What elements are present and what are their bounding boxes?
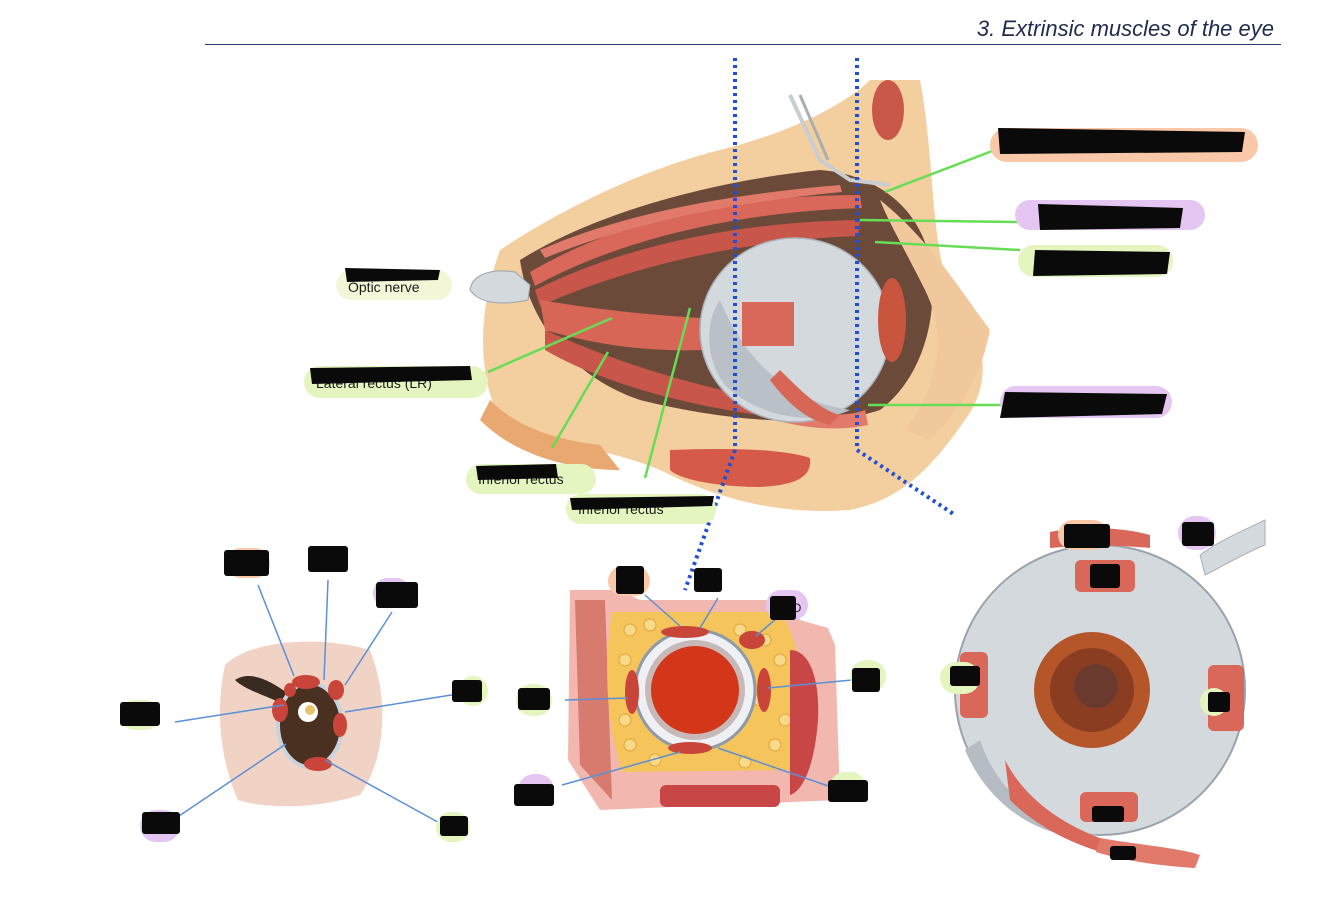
fl-1 [644, 594, 681, 627]
leader-superior-oblique [859, 218, 1021, 224]
fs-ir [668, 742, 712, 754]
redaction-superior-oblique [1038, 204, 1183, 230]
sr-origin [292, 675, 320, 689]
ir-origin [304, 757, 332, 771]
frontal-leader-lines [561, 594, 853, 791]
redaction-levator [998, 128, 1245, 154]
posterior-redactions [120, 546, 482, 836]
trochlea-tendon-2 [798, 94, 830, 161]
pr-2 [308, 546, 348, 572]
ar-6 [1092, 806, 1124, 822]
fr-3 [770, 596, 796, 620]
redaction-superior-rectus [1033, 250, 1170, 276]
ar-2 [1182, 522, 1214, 546]
lateral-rectus-insertion [742, 302, 794, 346]
ar-4 [950, 666, 980, 686]
redaction-inferior-rectus [476, 464, 558, 480]
globe-retina [651, 646, 739, 734]
redaction-inferior-oblique [1000, 392, 1167, 418]
mr-origin [333, 713, 347, 737]
pr-4 [452, 680, 482, 702]
frontal-section-illustration [568, 590, 840, 810]
so-origin [328, 680, 344, 700]
ar-1 [1064, 524, 1110, 548]
fr-7 [828, 780, 868, 802]
pr-1 [224, 550, 269, 576]
maxillary-floor [660, 785, 780, 807]
fr-5 [518, 688, 550, 710]
cornea-lateral [878, 278, 906, 362]
superior-oblique-muscle [540, 185, 842, 258]
lateral-leader-lines [487, 146, 1021, 479]
trochlea-tendon [788, 94, 891, 187]
optic-canal-core [305, 705, 315, 715]
anterior-redactions [950, 522, 1230, 860]
fs-sr [661, 626, 709, 638]
leader-superior-rectus [874, 240, 1021, 252]
so-tendon [1199, 519, 1266, 576]
fl-5 [564, 697, 629, 701]
eyeball-shading [709, 300, 850, 418]
frontal-sinus [872, 80, 904, 140]
title-underline [205, 44, 1281, 45]
redaction-lateral-rectus [310, 366, 472, 384]
ethmoid-cells [790, 650, 819, 795]
posterior-leader-lines [169, 579, 471, 827]
pl-4 [344, 691, 471, 713]
bone-texture [480, 400, 620, 470]
posterior-orbit-illustration [219, 641, 383, 807]
ar-7 [1110, 846, 1136, 860]
superior-orbital-fissure [235, 675, 290, 705]
maxillary-sinus [670, 448, 811, 487]
leader-inferior-rectus [550, 351, 610, 449]
optic-nerve-shape [469, 270, 531, 304]
redaction-lateral-rectus-2 [570, 496, 714, 510]
fl-2 [699, 597, 719, 629]
ar-5 [1208, 692, 1230, 712]
fr-1 [616, 566, 644, 594]
lateral-view-illustration [469, 80, 990, 511]
fr-6 [514, 784, 554, 806]
pr-6 [142, 812, 180, 834]
fs-mr [757, 668, 771, 712]
fr-2 [694, 568, 722, 592]
label-optic-nerve: Optic nerve [348, 279, 420, 295]
leader-lateral-rectus-2 [643, 307, 692, 479]
pr-5 [120, 702, 160, 726]
fr-4 [852, 668, 880, 692]
lateral-rectus-muscle [540, 300, 702, 351]
pr-7 [440, 816, 468, 836]
page-title: 3. Extrinsic muscles of the eye [976, 16, 1274, 41]
inferior-oblique-insertion [770, 370, 840, 425]
fl-7 [717, 747, 841, 791]
pl-1 [257, 584, 295, 677]
io-muscle-band [1096, 838, 1200, 868]
pr-3 [376, 582, 418, 608]
pl-5 [174, 704, 285, 723]
pl-7 [324, 759, 446, 827]
leader-levator [884, 146, 1001, 194]
ar-3 [1090, 564, 1120, 588]
pl-3 [344, 611, 393, 686]
pl-2 [323, 579, 329, 681]
pupil [1074, 664, 1118, 708]
section-planes [683, 58, 957, 591]
fs-lr [625, 670, 639, 714]
section-plane-2-extension [855, 448, 957, 517]
levator-origin [284, 683, 296, 697]
lr-origin [272, 698, 288, 722]
fs-so [739, 631, 765, 649]
pl-6 [169, 743, 287, 823]
eyelid-tissue [880, 200, 990, 440]
section-marrow [575, 600, 612, 800]
redaction-optic-nerve [345, 268, 440, 282]
leader-lateral-rectus [487, 316, 613, 374]
lateral-redactions [310, 128, 1245, 510]
fl-4 [767, 679, 853, 689]
fl-6 [561, 751, 681, 786]
frontal-redactions [514, 566, 880, 806]
